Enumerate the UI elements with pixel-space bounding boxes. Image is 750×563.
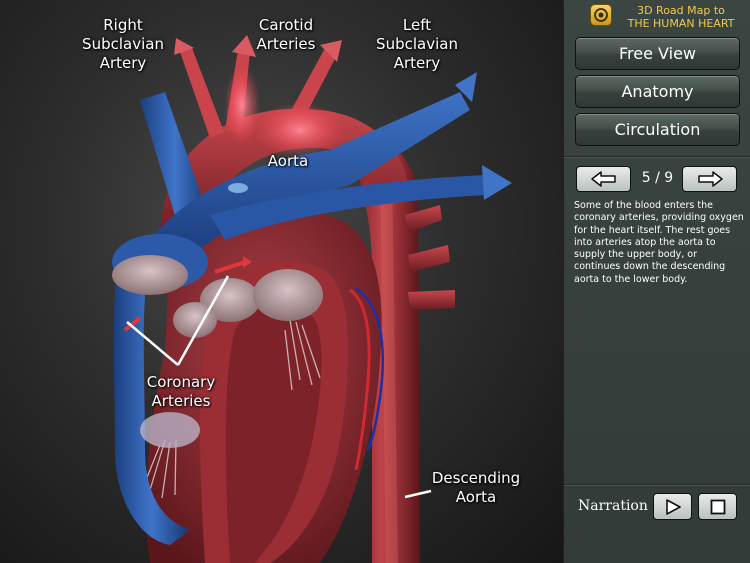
label-carotid-arteries: Carotid Arteries (256, 16, 316, 53)
anatomy-button[interactable]: Anatomy (575, 75, 740, 108)
step-description: Some of the blood enters the coronary ar… (574, 200, 744, 285)
next-page-button[interactable] (682, 166, 737, 192)
label-right-subclavian-artery: Right Subclavian Artery (82, 16, 164, 72)
circulation-button[interactable]: Circulation (575, 113, 740, 146)
side-panel: 3D Road Map to THE HUMAN HEART Free View… (563, 0, 750, 563)
heart-model-illustration[interactable] (0, 0, 563, 563)
page-indicator: 5 / 9 (641, 170, 674, 186)
label-left-subclavian-artery: Left Subclavian Artery (376, 16, 458, 72)
play-narration-button[interactable] (653, 493, 692, 520)
free-view-button[interactable]: Free View (575, 37, 740, 70)
stop-narration-button[interactable] (698, 493, 737, 520)
app-title: 3D Road Map to THE HUMAN HEART (627, 4, 735, 30)
heart-3d-viewport[interactable]: Right Subclavian Artery Carotid Arteries… (0, 0, 563, 563)
narration-label: Narration (578, 498, 648, 514)
label-coronary-arteries: Coronary Arteries (146, 373, 216, 410)
label-aorta: Aorta (267, 152, 309, 170)
stop-icon (710, 499, 725, 514)
play-icon (665, 498, 681, 515)
arrow-left-icon (590, 171, 616, 187)
annotation-lines (126, 275, 432, 499)
divider (564, 484, 750, 486)
label-descending-aorta: Descending Aorta (431, 469, 521, 506)
app-logo-icon (590, 4, 612, 26)
arrow-right-icon (697, 171, 723, 187)
divider (564, 156, 750, 158)
previous-page-button[interactable] (576, 166, 631, 192)
